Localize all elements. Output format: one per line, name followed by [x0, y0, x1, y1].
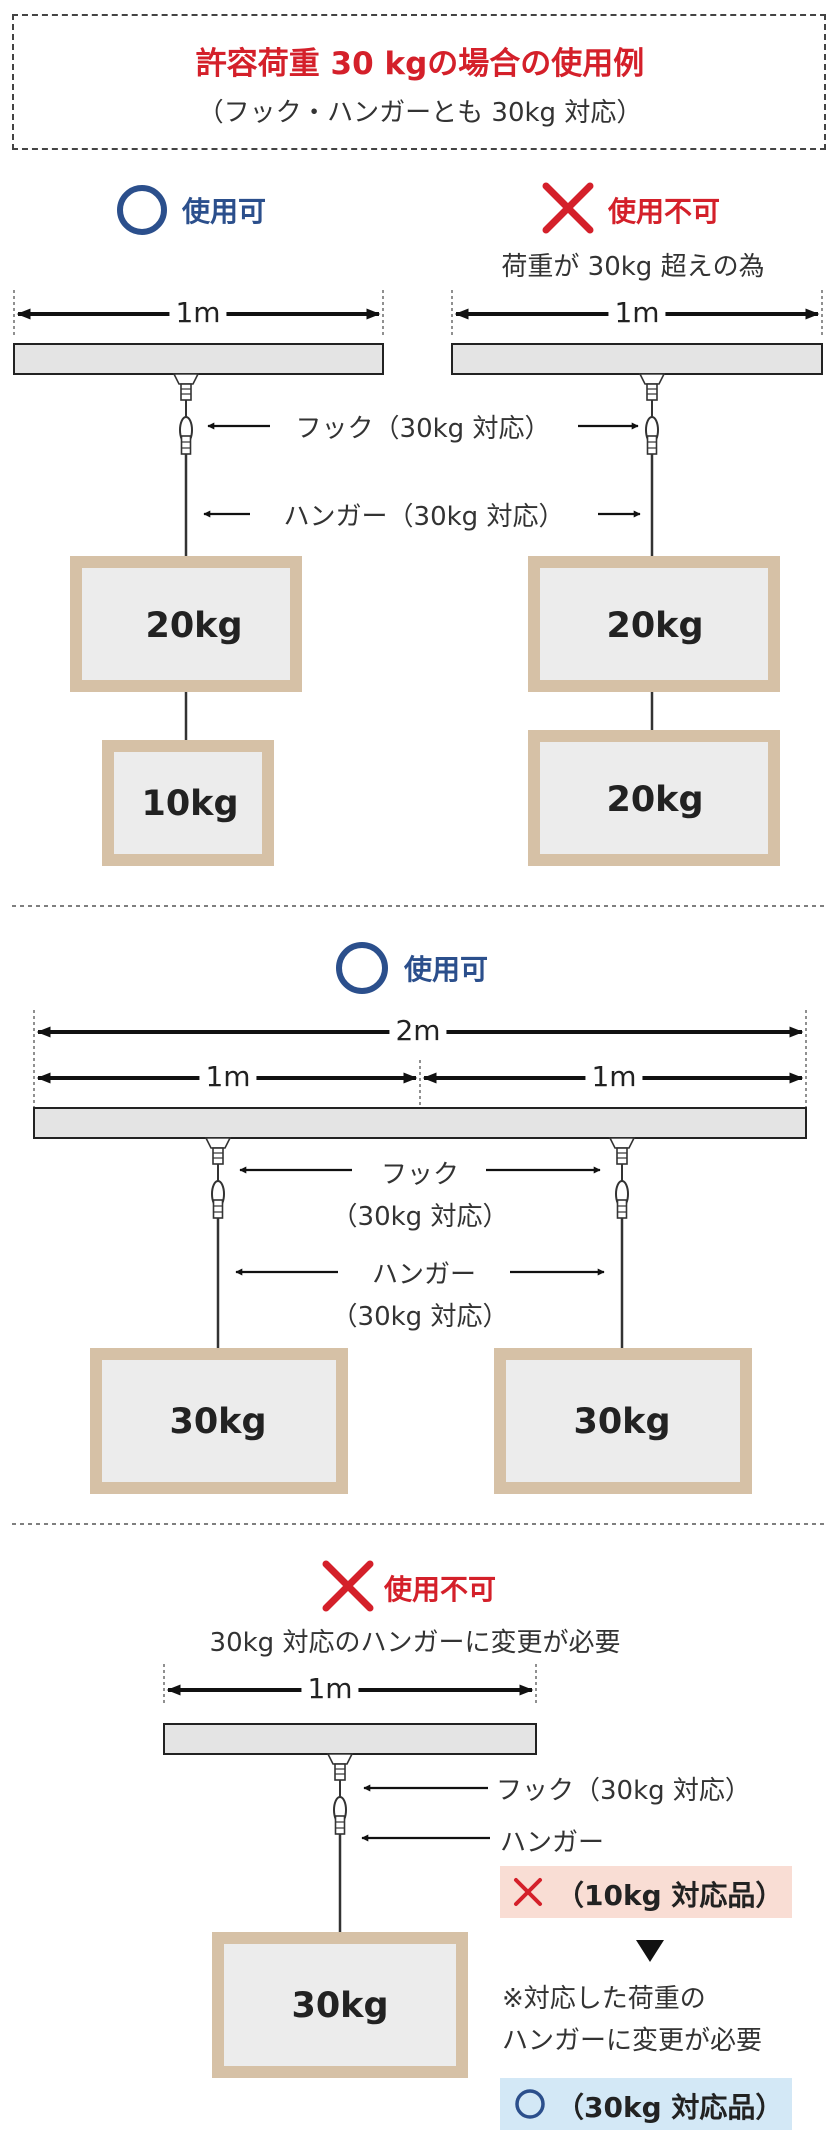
s3-status: 使用不可 — [384, 1573, 497, 1606]
s1-right-ng-cross-icon — [542, 182, 594, 234]
s3-bad-tag: （10kg 対応品） — [556, 1879, 784, 1912]
s1-left-rail — [13, 343, 384, 375]
s3-hook — [327, 1753, 353, 1835]
s2-left-hook — [205, 1137, 231, 1219]
s1-left-hook — [173, 373, 199, 455]
s3-down-triangle-icon — [636, 1940, 664, 1962]
s1-right-hook — [639, 373, 665, 455]
s2-status: 使用可 — [404, 953, 489, 986]
s1-left-assembly — [13, 290, 384, 866]
header-subtitle: （フック・ハンガーとも 30kg 対応） — [197, 98, 643, 128]
s1-hanger-label: ハンガー（30kg 対応） — [283, 502, 565, 532]
s1-right-span: 1m — [608, 298, 666, 328]
s2-hook-label-2: （30kg 対応） — [331, 1202, 509, 1232]
s3-note-1: ※対応した荷重の — [502, 1984, 706, 2014]
s3-good-tag: （30kg 対応品） — [556, 2091, 784, 2124]
s2-span-total: 2m — [389, 1016, 447, 1046]
s1-left-span: 1m — [169, 298, 227, 328]
s3-ng-cross-icon — [322, 1560, 374, 1612]
s1-right-status: 使用不可 — [608, 195, 721, 228]
s2-span-left: 1m — [199, 1062, 257, 1092]
s2-ok-circle-icon — [336, 942, 388, 994]
s2-left-weight: 30kg — [169, 1402, 267, 1442]
s3-hanger-label: ハンガー — [500, 1828, 605, 1858]
s2-right-weight: 30kg — [573, 1402, 671, 1442]
s2-hook-label-1: フック — [380, 1160, 460, 1190]
s3-span: 1m — [301, 1674, 359, 1704]
s3-bad-tag-bg — [500, 1866, 792, 1918]
s3-assembly — [163, 1664, 537, 2078]
s1-right-weight-2: 20kg — [606, 780, 704, 820]
s3-note-2: ハンガーに変更が必要 — [502, 2026, 763, 2056]
s1-left-ok-circle-icon — [117, 185, 167, 235]
s2-assembly — [33, 1010, 807, 1494]
s2-span-right: 1m — [585, 1062, 643, 1092]
s3-bad-tag-cross-icon — [514, 1878, 542, 1906]
s2-rail — [33, 1107, 807, 1139]
s1-right-weight-1: 20kg — [606, 606, 704, 646]
s1-hook-label: フック（30kg 対応） — [295, 414, 551, 444]
s2-hanger-label-2: （30kg 対応） — [331, 1302, 509, 1332]
s1-right-rail — [451, 343, 823, 375]
s3-good-tag-bg — [500, 2078, 792, 2130]
s1-left-weight-1: 20kg — [145, 606, 243, 646]
s3-hook-label: フック（30kg 対応） — [496, 1776, 751, 1806]
s1-left-status: 使用可 — [182, 195, 267, 228]
s3-reason: 30kg 対応のハンガーに変更が必要 — [209, 1628, 621, 1658]
s1-right-assembly — [451, 290, 823, 866]
s2-right-hook — [609, 1137, 635, 1219]
header-box — [12, 14, 826, 150]
s1-right-reason: 荷重が 30kg 超えの為 — [501, 252, 765, 282]
s2-hanger-label-1: ハンガー — [371, 1260, 477, 1290]
s3-weight: 30kg — [291, 1986, 389, 2026]
s3-good-tag-circle-icon — [515, 2089, 545, 2119]
header-title: 許容荷重 30 kgの場合の使用例 — [195, 46, 645, 82]
s3-rail — [163, 1723, 537, 1755]
s1-left-weight-2: 10kg — [141, 784, 239, 824]
